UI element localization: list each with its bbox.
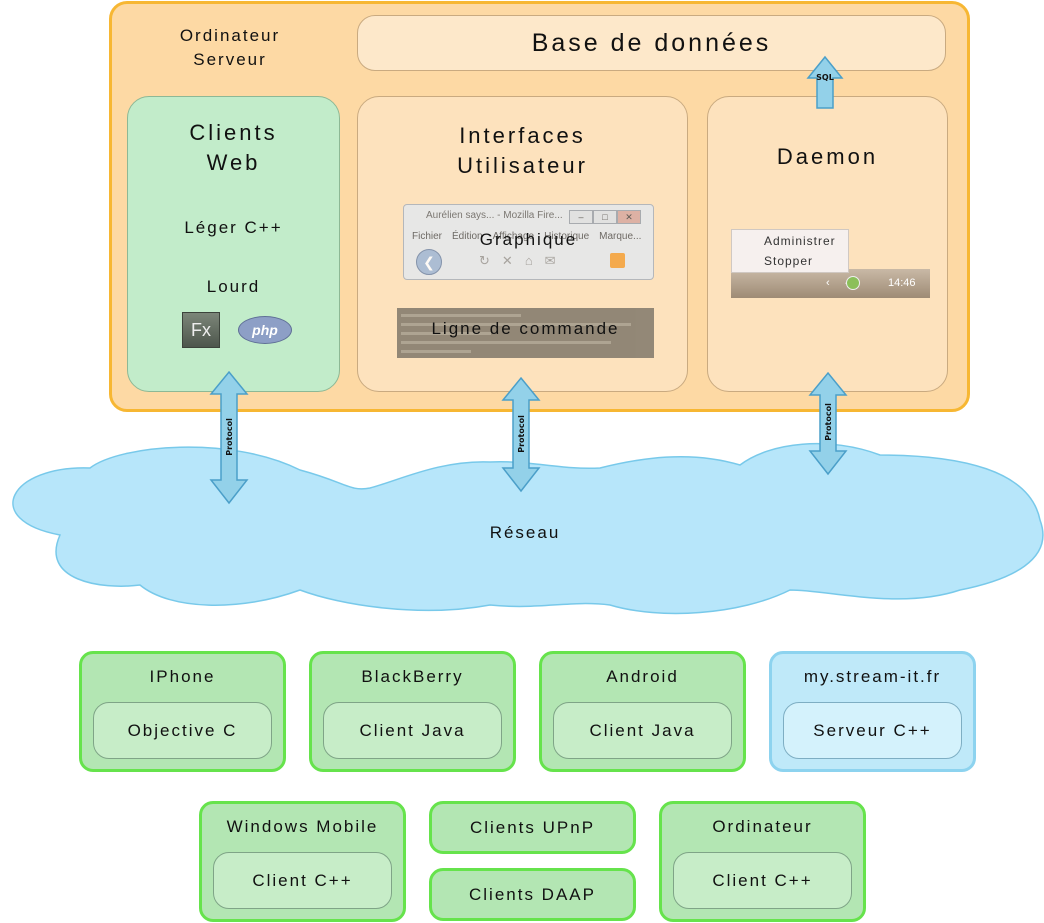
daemon-title: Daemon [776, 144, 879, 169]
php-logo: php [238, 316, 292, 344]
web-clients-box [127, 96, 340, 392]
home-icon: ⌂ [524, 253, 545, 268]
mail-icon: ✉ [544, 253, 568, 268]
client-android-tech: Client Java [553, 702, 732, 759]
browser-menu-item: Fichier [412, 231, 443, 242]
protocol-label: Protocol [517, 415, 526, 453]
client-iphone-title: IPhone [149, 667, 216, 686]
web-protocol-arrow: Protocol [209, 370, 249, 505]
client-blackberry-tech: Client Java [323, 702, 502, 759]
browser-menu-item: Marque... [599, 231, 642, 242]
reload-icon: ↻ [479, 253, 502, 268]
daemon-protocol-arrow: Protocol [808, 371, 848, 476]
browser-menu-item: Historique [544, 231, 590, 242]
taskbar [731, 269, 930, 298]
connection-arrows: SQL Protocol Protocol Protocol [209, 55, 848, 505]
command-line-label: Ligne de commande [431, 319, 620, 338]
browser-menu-item: Affichage [492, 231, 535, 242]
client-windows-mobile-tech: Client C++ [213, 852, 392, 909]
browser-toolbar-icons: ↻✕⌂✉ [479, 253, 568, 269]
client-web-service-tech: Serveur C++ [783, 702, 962, 759]
client-desktop-title: Ordinateur [712, 817, 813, 836]
client-blackberry-title: BlackBerry [361, 667, 464, 686]
sql-arrow: SQL [806, 55, 844, 109]
console-window-thumbnail [397, 308, 654, 358]
browser-window-thumbnail: Aurélien says... - Mozilla Fire... –□✕ F… [403, 204, 654, 280]
graphical-ui-label: Graphique [479, 230, 578, 249]
network-cloud [12, 442, 1044, 615]
client-web-service-title: my.stream-it.fr [803, 667, 942, 686]
minimize-icon: – [569, 210, 593, 224]
user-interfaces-title: Interfaces Utilisateur [457, 123, 588, 178]
network-label: Réseau [489, 523, 561, 542]
protocol-label: Protocol [225, 418, 234, 456]
client-upnp-box: Clients UPnP [429, 801, 636, 854]
database-box: Base de données [357, 15, 946, 71]
sql-arrow-label: SQL [816, 73, 834, 82]
web-light-client-label: Léger C++ [184, 218, 283, 237]
rss-icon [610, 253, 625, 268]
browser-menu: Fichier Édition Affichage Historique Marque.… [412, 231, 651, 242]
administer-menu-item: Administrer [764, 234, 836, 248]
client-windows-mobile-title: Windows Mobile [226, 817, 379, 836]
client-android-title: Android [606, 667, 679, 686]
server-computer-label: Ordinateur Serveur [179, 26, 281, 69]
window-controls: –□✕ [569, 207, 649, 224]
daemon-tray-icon [846, 276, 860, 290]
maximize-icon: □ [593, 210, 617, 224]
client-daap-box: Clients DAAP [429, 868, 636, 921]
protocol-label: Protocol [824, 403, 833, 441]
client-iphone-tech: Objective C [93, 702, 272, 759]
browser-menu-item: Édition [452, 231, 483, 242]
flex-logo: Fx [182, 312, 220, 348]
tray-clock: 14:46 [888, 277, 916, 289]
back-icon: ❮ [416, 249, 442, 275]
web-clients-title: Clients Web [189, 120, 278, 175]
daemon-tray-menu: Administrer Stopper [731, 229, 849, 273]
client-desktop-tech: Client C++ [673, 852, 852, 909]
browser-title: Aurélien says... - Mozilla Fire... [426, 210, 563, 221]
close-icon: ✕ [617, 210, 641, 224]
web-heavy-client-label: Lourd [206, 277, 261, 296]
stop-menu-item: Stopper [764, 254, 814, 268]
ui-protocol-arrow: Protocol [501, 376, 541, 493]
stop-icon: ✕ [501, 253, 525, 268]
chevron-left-icon: ‹ [826, 277, 830, 289]
